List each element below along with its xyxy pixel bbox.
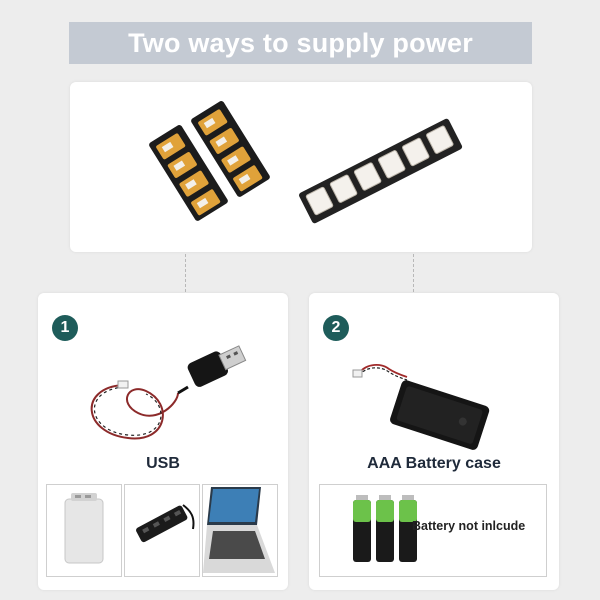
battery-label: AAA Battery case bbox=[367, 455, 501, 472]
expansion-boards-card bbox=[70, 82, 532, 252]
page-title: Two ways to supply power bbox=[128, 27, 473, 58]
battery-option-card: 2 AAA Battery case bbox=[309, 293, 559, 590]
four-port-board-left bbox=[149, 124, 228, 221]
six-port-board bbox=[299, 118, 463, 224]
four-port-board-right bbox=[191, 100, 270, 197]
battery-case-image bbox=[352, 364, 490, 450]
battery-2 bbox=[376, 495, 394, 562]
laptop-thumb bbox=[202, 484, 278, 577]
usb-hub-thumb bbox=[124, 484, 200, 577]
battery-1 bbox=[353, 495, 371, 562]
battery-3 bbox=[399, 495, 417, 562]
step-badge-2: 2 bbox=[323, 315, 349, 341]
power-bank-thumb bbox=[46, 484, 122, 577]
aaa-batteries-image bbox=[353, 495, 417, 562]
usb-label: USB bbox=[146, 455, 180, 472]
battery-not-included-note: Battery not inlcude bbox=[412, 519, 526, 533]
usb-cable-image bbox=[90, 345, 247, 440]
usb-option-card: 1 USB bbox=[38, 293, 288, 590]
batteries-box: Battery not inlcude bbox=[319, 484, 547, 577]
connector-line-2 bbox=[413, 254, 414, 292]
step-badge-1: 1 bbox=[52, 315, 78, 341]
title-banner: Two ways to supply power bbox=[69, 22, 532, 64]
expansion-boards-image bbox=[149, 100, 463, 224]
connector-line-1 bbox=[185, 254, 186, 292]
